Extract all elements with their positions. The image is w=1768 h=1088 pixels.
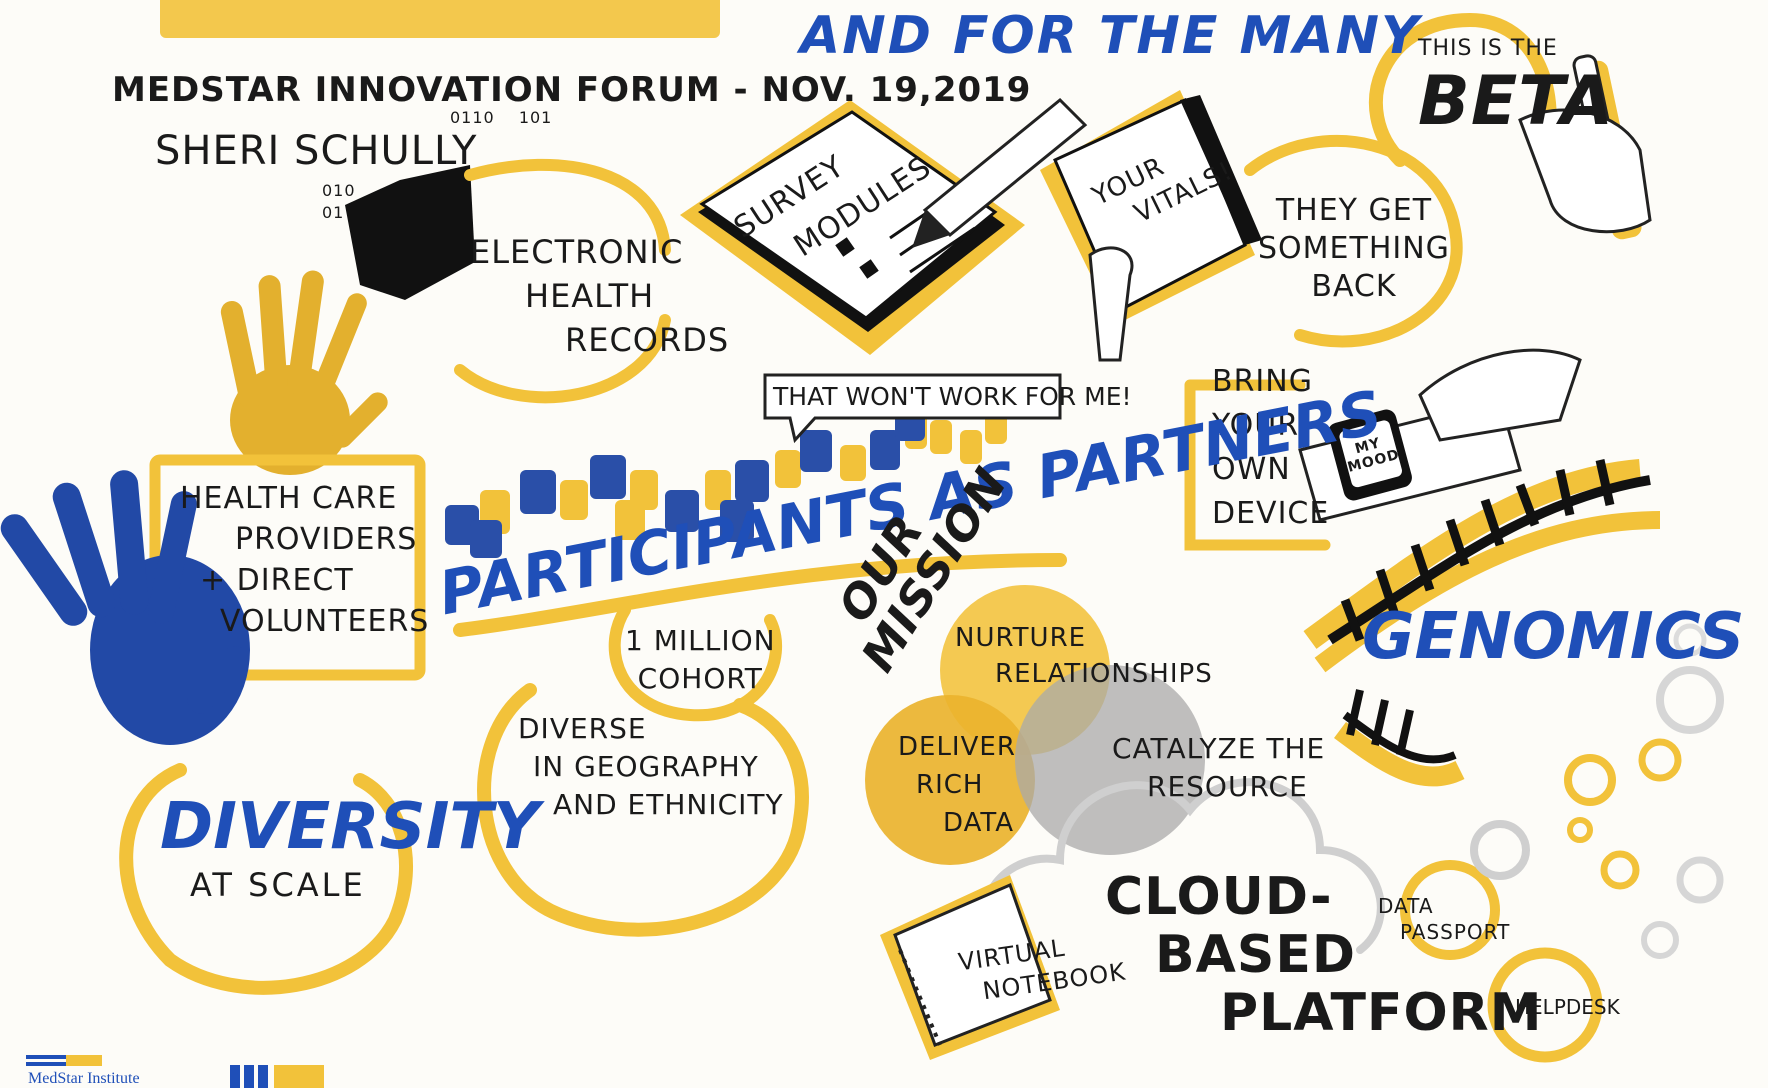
byod-line-3: OWN: [1212, 452, 1291, 487]
catalyze-line-1: CATALYZE THE: [1112, 732, 1326, 765]
deliver-line-3: DATA: [943, 808, 1014, 838]
vitals-paper-graphic: [1040, 90, 1262, 362]
binary-digits: 0110 101: [450, 108, 552, 127]
cohort-label: 1 MILLION COHORT: [625, 622, 776, 698]
title-letters-graphic: [160, 0, 720, 38]
cloud-outline: [981, 778, 1385, 954]
notebook-graphic: [880, 875, 1060, 1060]
deliver-line-2: RICH: [916, 770, 984, 800]
speech-bubble-text: THAT WON'T WORK FOR ME!: [773, 382, 1132, 411]
folder-icon: [345, 165, 475, 300]
nurture-line-2: RELATIONSHIPS: [995, 659, 1213, 689]
dna-helix-graphic: [1303, 459, 1661, 787]
blue-hand-graphic: [0, 470, 250, 745]
ehr-label: ELECTRONIC HEALTH RECORDS: [470, 230, 729, 362]
byod-line-2: YOUR: [1212, 408, 1300, 443]
byod-frame: [1184, 379, 1331, 551]
get-back-line-2: SOMETHING: [1258, 231, 1450, 266]
diverse-label: DIVERSE IN GEOGRAPHY AND ETHNICITY: [518, 710, 784, 824]
pencil-icon: [912, 97, 1088, 248]
passport-line-2: PASSPORT: [1400, 920, 1511, 944]
passport-label: DATA PASSPORT: [1378, 893, 1510, 945]
providers-label: HEALTH CARE PROVIDERS + DIRECT VOLUNTEER…: [180, 478, 429, 642]
cohort-line-2: COHORT: [637, 662, 763, 695]
ehr-line-3: RECORDS: [565, 321, 730, 359]
binary-4: 01: [322, 203, 345, 222]
footer-logo-graphic: [26, 1055, 324, 1088]
beta-big-label: BETA: [1418, 62, 1615, 141]
catalyze-line-2: RESOURCE: [1147, 770, 1308, 803]
bubbles-graphic: [1400, 623, 1724, 1063]
tagline: AND FOR THE MANY: [800, 6, 1421, 66]
providers-line-1: HEALTH CARE: [180, 481, 398, 516]
smartwatch-graphic: [1298, 348, 1582, 522]
deliver-label: DELIVER RICH DATA: [898, 728, 1016, 842]
get-back-line-1: THEY GET: [1275, 193, 1433, 228]
genomics-heading: GENOMICS: [1362, 600, 1745, 674]
helpdesk-label: HELPDESK: [1515, 995, 1620, 1019]
deliver-line-1: DELIVER: [898, 732, 1016, 762]
survey-booklet-graphic: [680, 100, 1025, 355]
nurture-label: NURTURE RELATIONSHIPS: [955, 620, 1213, 692]
providers-line-4: VOLUNTEERS: [220, 604, 430, 639]
binary-digits-left: 010 01: [322, 180, 356, 224]
footer-logo-text: MedStar Institute: [28, 1070, 140, 1087]
byod-label: BRING YOUR OWN DEVICE: [1212, 360, 1329, 536]
beta-small-label: THIS IS THE: [1418, 36, 1558, 61]
cohort-line-1: 1 MILLION: [625, 624, 776, 657]
cloud-line-1: CLOUD-: [1105, 867, 1333, 927]
get-back-ring: [1244, 135, 1463, 348]
nurture-line-1: NURTURE: [955, 623, 1087, 653]
speech-bubble: [763, 373, 1062, 444]
diverse-line-2: IN GEOGRAPHY: [533, 750, 759, 783]
ehr-line-1: ELECTRONIC: [470, 233, 684, 271]
yellow-hand-graphic: [220, 270, 388, 475]
diverse-ring: [477, 683, 809, 937]
cloud-line-3: PLATFORM: [1220, 983, 1543, 1043]
partners-wave: [453, 553, 1067, 637]
diverse-line-3: AND ETHNICITY: [553, 788, 784, 821]
cohort-ring: [608, 604, 783, 722]
passport-line-1: DATA: [1378, 894, 1434, 918]
get-back-line-3: BACK: [1311, 269, 1397, 304]
diversity-heading: DIVERSITY: [160, 790, 540, 864]
catalyze-label: CATALYZE THE RESOURCE: [1112, 730, 1325, 806]
crowd-graphic: [445, 405, 1007, 558]
providers-line-3: + DIRECT: [200, 563, 354, 598]
binary-3: 010: [322, 181, 356, 200]
binary-2: 101: [518, 108, 553, 127]
cloud-platform-label: CLOUD- BASED PLATFORM: [1105, 868, 1542, 1042]
speaker-name: SHERI SCHULLY: [155, 128, 478, 174]
ehr-line-2: HEALTH: [525, 277, 655, 315]
beta-hand-graphic: [1518, 54, 1652, 240]
catalyze-circle: [1015, 665, 1205, 855]
diverse-line-1: DIVERSE: [518, 712, 647, 745]
byod-line-4: DEVICE: [1212, 496, 1330, 531]
get-back-label: THEY GET SOMETHING BACK: [1258, 192, 1450, 306]
deliver-circle: [865, 695, 1035, 865]
diversity-subheading: AT SCALE: [190, 866, 366, 904]
event-title: MEDSTAR INNOVATION FORUM - NOV. 19,2019: [112, 70, 1032, 110]
ehr-ring: [454, 159, 671, 404]
byod-line-1: BRING: [1212, 364, 1313, 399]
providers-line-2: PROVIDERS: [235, 522, 418, 557]
binary-1: 0110: [450, 108, 495, 127]
cloud-line-2: BASED: [1155, 925, 1357, 985]
beta-ring: [1368, 12, 1557, 167]
diversity-ring: [119, 763, 413, 995]
